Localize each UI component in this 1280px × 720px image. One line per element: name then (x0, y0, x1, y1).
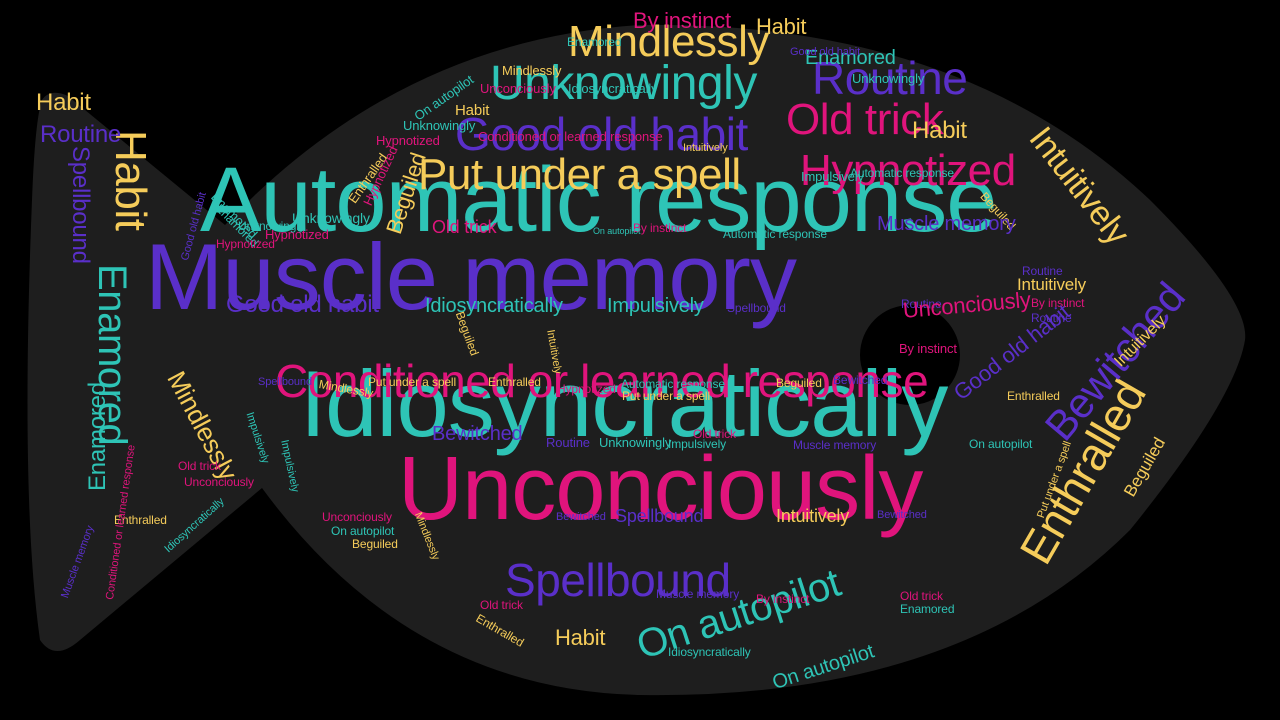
cloud-word: Enthralled (488, 375, 541, 390)
cloud-word: Idiosyncratically (668, 645, 751, 660)
cloud-word: Hypnotized (800, 145, 1016, 195)
cloud-word: Intuitively (776, 505, 850, 526)
cloud-word: Old trick (693, 427, 736, 442)
cloud-word: Habit (555, 625, 606, 651)
cloud-word: Muscle memory (656, 587, 740, 602)
cloud-word: Put under a spell (418, 149, 741, 199)
cloud-word: Idiosyncratically (300, 350, 948, 456)
cloud-word: Intuitively (683, 142, 728, 155)
cloud-word: Conditioned or learned response (478, 128, 663, 144)
cloud-word: Muscle memory (793, 438, 877, 453)
cloud-word: Spellbound (258, 376, 312, 389)
cloud-word: Routine (546, 434, 590, 450)
cloud-word: Unknowingly (292, 209, 370, 226)
cloud-word: Beguiled (776, 376, 822, 391)
cloud-word: By instinct (633, 221, 687, 236)
cloud-word: Unknowingly (238, 219, 305, 234)
cloud-word: Good old habit (790, 46, 861, 59)
cloud-word: On autopilot (593, 225, 641, 236)
cloud-word: Bewitched (833, 373, 888, 388)
cloud-word: Bewitched (556, 511, 606, 524)
cloud-word: Old trick (432, 216, 497, 237)
cloud-word: Muscle memory (145, 223, 797, 329)
cloud-word: Routine (1031, 311, 1072, 326)
cloud-word: By instinct (1031, 296, 1085, 311)
cloud-word: Unconciously (184, 475, 254, 490)
cloud-word: Bewitched (877, 509, 927, 522)
cloud-word: Automatic response (850, 166, 954, 181)
cloud-word: Enamored (805, 47, 896, 69)
cloud-word: Unconciously (480, 80, 556, 96)
cloud-word: Habit (912, 116, 967, 144)
cloud-word: Intuitively (1017, 275, 1086, 295)
cloud-word: Unconciously (398, 439, 923, 539)
cloud-word: Hypnotized (265, 226, 329, 242)
cloud-word: Idiosyncratically (568, 80, 658, 96)
cloud-word: Good old habit (226, 290, 379, 318)
cloud-word: Spellbound (615, 505, 704, 526)
cloud-word: Muscle memory (877, 213, 1016, 235)
cloud-word: Hypnotized (376, 132, 440, 148)
cloud-word: Enamored (84, 381, 111, 491)
cloud-word: Unknowingly (403, 117, 476, 133)
cloud-word: Put under a spell (622, 389, 711, 404)
cloud-word: Idiosyncratically (425, 295, 563, 317)
cloud-word: Old trick (786, 94, 944, 144)
cloud-word: Unknowingly (599, 434, 672, 450)
cloud-word: Bewitched (432, 423, 523, 445)
cloud-word: By instinct (756, 592, 810, 607)
cloud-word: Routine (1022, 264, 1063, 279)
cloud-word: Enamored (900, 602, 955, 617)
cloud-word: Routine (901, 297, 942, 312)
cloud-word: Spellbound (505, 554, 731, 607)
cloud-word: Spellbound (67, 145, 94, 264)
cloud-word: Unconciously (322, 510, 392, 525)
cloud-word: On autopilot (331, 524, 395, 539)
cloud-word: Habit (455, 102, 490, 119)
cloud-word: Hypnotized (216, 237, 275, 252)
cloud-word: Unknowingly (490, 56, 757, 110)
cloud-word: Mindlessly (502, 62, 562, 78)
cloud-word: Routine (40, 120, 122, 148)
cloud-word: Habit (36, 88, 91, 116)
cloud-word: Beguiled (352, 537, 398, 552)
fish-body (27, 24, 1246, 696)
fish-eye (860, 305, 960, 405)
cloud-word: Habit (756, 14, 807, 40)
cloud-word: Unknowingly (852, 70, 925, 86)
cloud-word: Enamored (567, 35, 622, 50)
cloud-word: Routine (812, 52, 968, 105)
cloud-word: On autopilot (969, 437, 1033, 452)
cloud-word: Old trick (480, 598, 523, 613)
cloud-word: Impulsively (801, 168, 864, 184)
cloud-word: Old trick (178, 459, 221, 474)
cloud-word: Automatic response (200, 149, 997, 252)
cloud-word: By instinct (899, 340, 957, 356)
cloud-word: Conditioned or learned response (275, 355, 929, 408)
cloud-word: Spellbound (727, 301, 786, 316)
cloud-word: Enthralled (1007, 389, 1060, 404)
cloud-word: Impulsively (607, 295, 704, 317)
cloud-word: By instinct (633, 8, 731, 34)
cloud-word: Automatic response (723, 227, 827, 242)
cloud-word: Enthralled (114, 513, 167, 528)
cloud-word: Good old habit (455, 108, 748, 161)
cloud-word: Put under a spell (368, 375, 457, 390)
cloud-word: Automatic response (621, 377, 725, 392)
cloud-word: Hypnotized (557, 382, 616, 397)
cloud-word: Impulsively (668, 437, 727, 452)
cloud-word: Old trick (900, 589, 943, 604)
cloud-word: Mindlessly (568, 16, 769, 66)
